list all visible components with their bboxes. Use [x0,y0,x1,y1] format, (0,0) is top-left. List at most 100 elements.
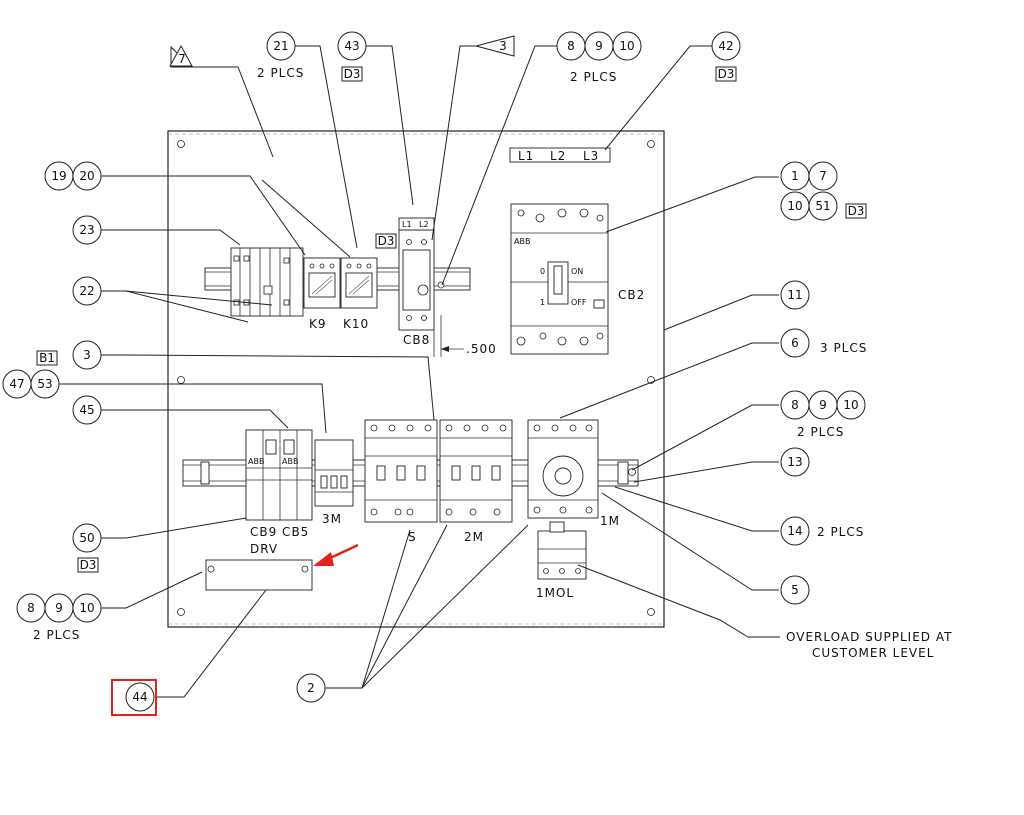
bubble-20: 20 [72,161,102,191]
bubble-47: 47 [2,369,32,399]
svg-text:7: 7 [819,169,827,183]
svg-text:43: 43 [344,39,359,53]
dimension-500: .500 [433,315,497,357]
svg-text:L2: L2 [419,220,429,229]
svg-text:9: 9 [55,601,63,615]
relay-k9: K9 [303,257,341,331]
breakers-cb9-cb5: ABB ABB CB9 CB5 [245,429,313,539]
svg-text:20: 20 [79,169,94,183]
svg-text:1M: 1M [600,514,620,528]
svg-text:ABB: ABB [514,237,530,246]
bubble-10-cb2: 10 [780,191,810,221]
breaker-cb2: ABB 0 ON 1 OFF CB2 [510,203,645,355]
svg-text:13: 13 [787,455,802,469]
terminal-blocks [230,247,304,317]
svg-text:19: 19 [51,169,66,183]
svg-text:1: 1 [791,169,799,183]
svg-text:K10: K10 [343,317,369,331]
svg-text:14: 14 [787,524,802,538]
svg-text:CB2: CB2 [618,288,645,302]
bubble-43: 43 [337,31,367,61]
contactor-1m: 1M [527,419,620,528]
bubble-1: 1 [780,161,810,191]
svg-text:53: 53 [37,377,52,391]
svg-text:9: 9 [595,39,603,53]
bubble-10-right: 10 [836,390,866,420]
contactor-2m: 2M [439,419,513,544]
bubble-8-left: 8 [16,593,46,623]
svg-text:3M: 3M [322,512,342,526]
bubble-42: 42 [711,31,741,61]
svg-text:CUSTOMER LEVEL: CUSTOMER LEVEL [812,646,934,660]
svg-text:2 PLCS: 2 PLCS [817,525,864,539]
svg-text:1: 1 [540,298,545,307]
svg-text:10: 10 [787,199,802,213]
bubble-3: 3 [72,340,102,370]
bubble-19: 19 [44,161,74,191]
svg-text:2: 2 [307,681,315,695]
bubble-50: 50 [72,523,102,553]
svg-text:D3: D3 [378,234,395,248]
svg-text:L2: L2 [550,149,566,163]
svg-text:10: 10 [79,601,94,615]
bubble-45: 45 [72,395,102,425]
svg-text:8: 8 [27,601,35,615]
contactor-3m: 3M [314,439,354,526]
svg-text:.500: .500 [466,342,497,356]
bubble-9-left: 9 [44,593,74,623]
svg-text:ON: ON [571,267,583,276]
bubble-10-top: 10 [612,31,642,61]
bubble-10-left: 10 [72,593,102,623]
svg-text:2 PLCS: 2 PLCS [797,425,844,439]
revision-triangle-3: 3 [474,35,515,57]
drive-drv: DRV [205,542,313,591]
svg-text:9: 9 [819,398,827,412]
bubble-21: 21 [266,31,296,61]
svg-text:47: 47 [9,377,24,391]
revision-triangle-7: 7 [169,44,193,68]
bubble-9-right: 9 [808,390,838,420]
leader-lines [59,45,780,698]
svg-text:D3: D3 [848,204,865,218]
svg-text:3: 3 [83,348,91,362]
svg-text:2 PLCS: 2 PLCS [33,628,80,642]
bubble-53: 53 [30,369,60,399]
incoming-terminals: L1 L2 L3 [509,147,611,163]
bubble-51: 51 [808,191,838,221]
bubble-5: 5 [780,575,810,605]
contactor-s: S [364,419,438,544]
breaker-cb8: L1 L2 CB8 [398,217,445,347]
svg-text:45: 45 [79,403,94,417]
svg-text:23: 23 [79,223,94,237]
bubble-6: 6 [780,328,810,358]
mounting-holes [177,140,655,616]
svg-text:5: 5 [791,583,799,597]
svg-text:OVERLOAD SUPPLIED AT: OVERLOAD SUPPLIED AT [786,630,952,644]
svg-text:8: 8 [567,39,575,53]
svg-text:3 PLCS: 3 PLCS [820,341,867,355]
svg-text:DRV: DRV [250,542,278,556]
relay-k10: K10 [340,257,378,331]
svg-text:10: 10 [619,39,634,53]
bubble-23: 23 [72,215,102,245]
bubble-2: 2 [296,673,326,703]
svg-text:44: 44 [132,690,147,704]
svg-text:CB9 CB5: CB9 CB5 [250,525,309,539]
svg-text:ABB: ABB [248,457,264,466]
svg-text:L3: L3 [583,149,599,163]
svg-text:22: 22 [79,284,94,298]
svg-text:S: S [408,530,417,544]
highlight-box-44 [111,679,157,716]
svg-text:21: 21 [273,39,288,53]
svg-text:3: 3 [499,39,507,53]
svg-text:2M: 2M [464,530,484,544]
svg-text:D3: D3 [80,558,97,572]
svg-text:0: 0 [540,267,545,276]
svg-text:K9: K9 [309,317,327,331]
bubble-9-top: 9 [584,31,614,61]
svg-text:2 PLCS: 2 PLCS [257,66,304,80]
svg-text:1MOL: 1MOL [536,586,574,600]
notes: 2 PLCS 2 PLCS 3 PLCS 2 PLCS 2 PLCS 2 PLC… [33,66,952,660]
